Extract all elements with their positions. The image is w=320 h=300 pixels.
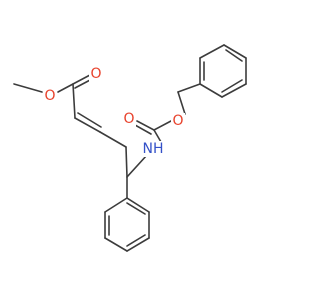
bond-c5-n [126,154,148,178]
bond-upper-phenyl-aromatic-3 [225,49,243,62]
bond-lower-phenyl-aromatic-3 [126,202,146,215]
bond-c4-c5 [125,146,128,178]
bond-o-carbonyl-c [57,83,74,93]
bond-lower-phenyl-3 [126,237,150,252]
atom-label-o-benzyloxy: O [172,113,183,129]
bond-carbamate-c-o-double-2 [134,124,152,135]
bond-c3-c4 [99,131,127,148]
atom-label-o-ester-carbonyl: O [90,66,101,82]
bond-carbamate-c-o [153,120,172,131]
atom-labels: O O O O NH [43,66,185,157]
atom-label-o-methoxy: O [44,88,55,104]
bond-ch2-phenyl [177,83,201,93]
atom-o-ester-carbonyl: O [89,66,103,82]
atom-o-methoxy: O [43,88,57,104]
bond-upper-phenyl-aromatic-2 [221,79,243,93]
bond-n-c [153,129,162,143]
bond-ester-c-o-double-1 [72,74,91,85]
bond-carbamate-c-o-double-1 [136,120,155,131]
bond-lines [13,44,247,252]
atom-label-o-carbamate-carbonyl: O [123,111,134,127]
bond-lower-phenyl-aromatic-2 [126,234,146,247]
bond-upper-phenyl-4 [199,44,225,59]
bond-lower-phenyl-2 [104,237,128,252]
atom-o-benzyloxy: O [171,113,185,129]
bond-c2-c3-double-1 [74,117,101,133]
bond-c2-c3-double-2 [77,112,102,128]
bond-lower-phenyl-0 [104,197,128,213]
bond-o-ch2 [177,91,186,115]
bond-lower-phenyl-5 [126,197,150,213]
bond-upper-phenyl-1 [221,83,247,98]
bond-methyl-o [13,83,43,93]
chemical-structure-diagram: O O O O NH [13,44,247,252]
atom-n-amine: NH [141,141,165,157]
atom-o-carbamate-carbonyl: O [122,111,136,127]
bond-c2 [72,83,76,119]
atom-label-n-amine: NH [143,141,164,157]
bond-upper-phenyl-0 [199,83,223,98]
bond-upper-phenyl-3 [223,44,247,59]
